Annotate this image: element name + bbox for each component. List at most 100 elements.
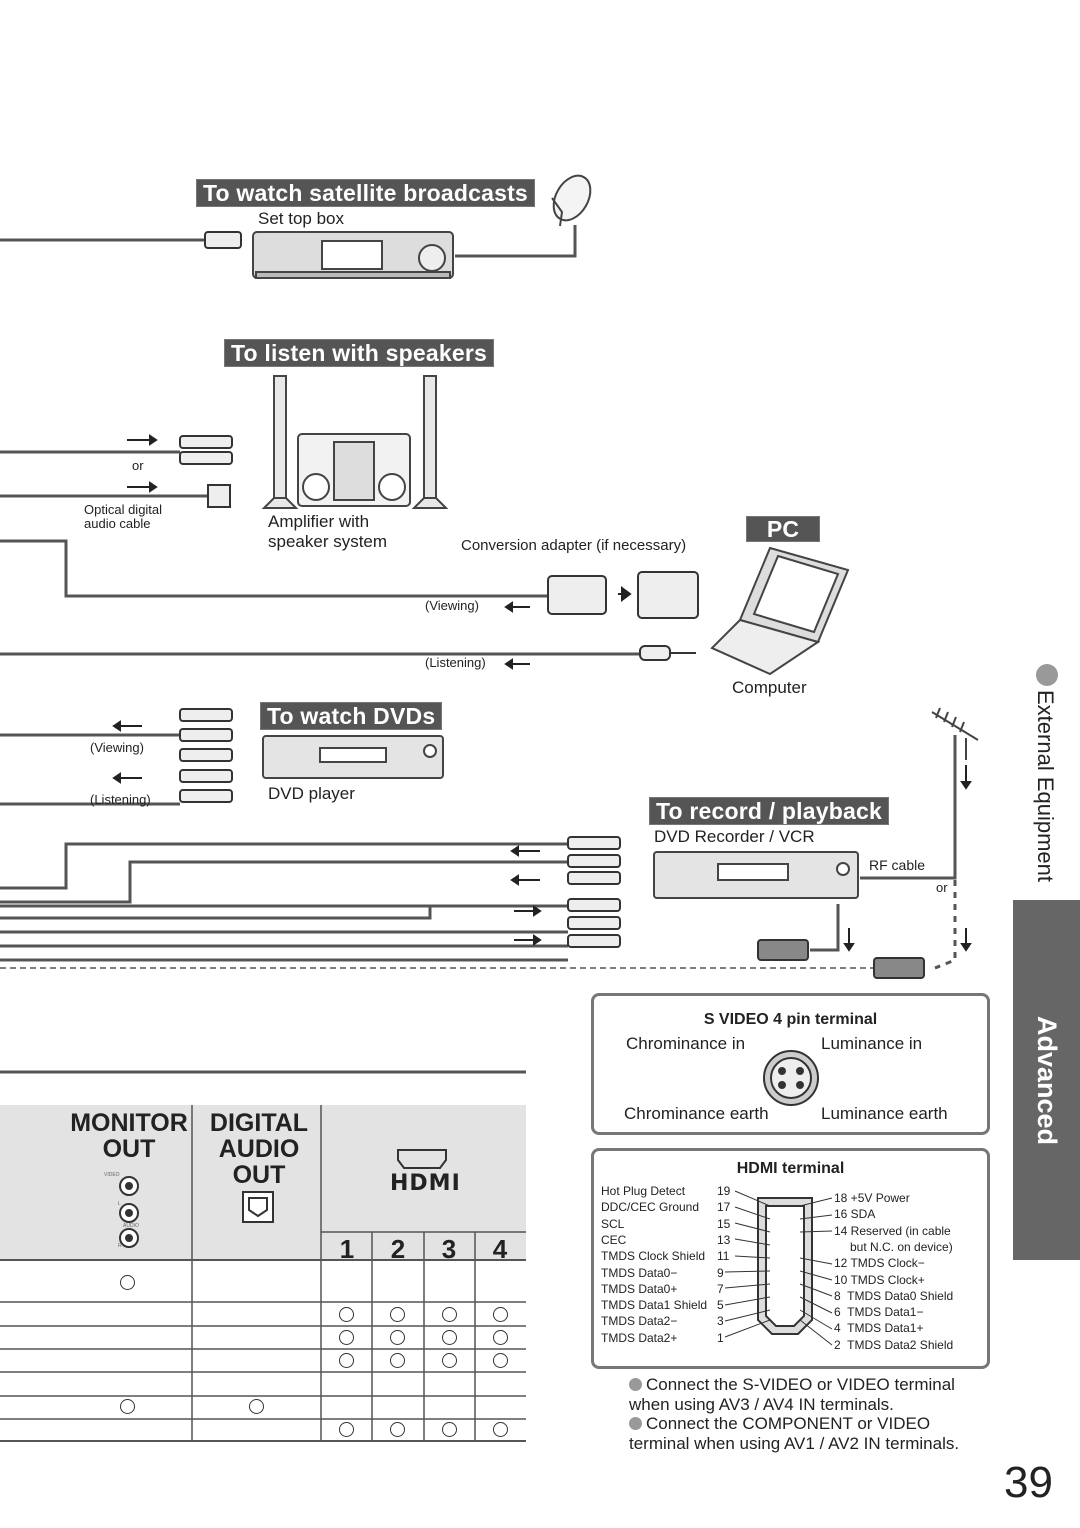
compat-circle <box>442 1330 457 1345</box>
hdmi-right-pin: but N.C. on device) <box>850 1239 953 1254</box>
hdmi-pin-number: 17 <box>717 1200 731 1215</box>
label-dvd-recorder: DVD Recorder / VCR <box>654 827 815 846</box>
hdmi-pin-name: TMDS Clock Shield <box>601 1249 706 1264</box>
hdmi-pin-number: 7 <box>717 1281 724 1296</box>
svideo-title: S VIDEO 4 pin terminal <box>703 1011 878 1028</box>
jack-label-r: R <box>118 1243 122 1249</box>
label-or-rf: or <box>936 880 948 895</box>
jack-label-video: VIDEO <box>104 1172 120 1178</box>
label-rf-cable: RF cable <box>869 857 926 873</box>
hdmi-left-pin: Hot Plug Detect 19 <box>601 1183 730 1199</box>
label-conversion-adapter: Conversion adapter (if necessary) <box>461 537 687 554</box>
label-listening-dvd: (Listening) <box>90 792 151 807</box>
hdmi-pin-number: 11 <box>717 1249 730 1264</box>
hdmi-pin-name: CEC <box>601 1232 627 1247</box>
compat-circle <box>442 1307 457 1322</box>
hdmi-pin-number: 9 <box>717 1265 724 1280</box>
svideo-chroma-in: Chrominance in <box>626 1034 746 1053</box>
hdmi-pin-number: 13 <box>717 1232 731 1247</box>
hdmi-port-1: 1 <box>339 1234 355 1264</box>
banner-dvds: To watch DVDs <box>260 702 443 730</box>
compat-circle <box>493 1422 508 1437</box>
svideo-lum-earth: Luminance earth <box>821 1104 948 1123</box>
header-digital-audio-out: DIGITAL AUDIO OUT <box>209 1109 309 1189</box>
compat-circle <box>339 1330 354 1345</box>
hdmi-pin-number: 3 <box>717 1314 724 1329</box>
bullet-icon <box>629 1378 642 1391</box>
banner-speakers: To listen with speakers <box>224 339 494 367</box>
hdmi-left-pin: TMDS Data2+ 1 <box>601 1330 724 1346</box>
page-number: 39 <box>1004 1458 1053 1507</box>
jack-label-audio: AUDIO <box>123 1223 139 1229</box>
jack-label-l: L <box>118 1201 121 1207</box>
compat-circle <box>120 1399 135 1414</box>
label-computer: Computer <box>732 678 807 697</box>
hdmi-left-pin: TMDS Data0+ 7 <box>601 1281 724 1297</box>
hdmi-logo: HDMI <box>390 1171 461 1196</box>
note-1: Connect the S-VIDEO or VIDEO terminal wh… <box>629 1375 955 1414</box>
hdmi-title: HDMI terminal <box>736 1160 845 1177</box>
label-set-top-box: Set top box <box>258 209 345 228</box>
compat-circle <box>493 1330 508 1345</box>
hdmi-right-pin: 8 TMDS Data0 Shield <box>834 1288 954 1303</box>
banner-pc: PC <box>746 516 820 542</box>
label-listening-pc: (Listening) <box>425 655 486 670</box>
hdmi-pin-name: TMDS Data2− <box>601 1314 678 1329</box>
hdmi-pin-name: TMDS Data2+ <box>601 1330 678 1345</box>
hdmi-pin-name: SCL <box>601 1216 625 1231</box>
svideo-lum-in: Luminance in <box>821 1034 923 1053</box>
hdmi-left-pin: CEC 13 <box>601 1232 730 1248</box>
hdmi-left-pin: TMDS Data0− 9 <box>601 1265 724 1281</box>
hdmi-pin-number: 19 <box>717 1184 731 1198</box>
compat-circle <box>249 1399 264 1414</box>
label-dvd-player: DVD player <box>268 784 355 803</box>
banner-satellite: To watch satellite broadcasts <box>196 179 535 207</box>
compat-circle <box>390 1422 405 1437</box>
hdmi-pin-name: TMDS Data0− <box>601 1265 678 1280</box>
hdmi-right-pin: 18 +5V Power <box>834 1191 910 1205</box>
section-external-equipment: External Equipment <box>1033 690 1058 882</box>
hdmi-pin-number: 1 <box>717 1330 724 1345</box>
label-viewing-pc: (Viewing) <box>425 598 479 613</box>
compat-circle <box>493 1353 508 1368</box>
compat-circle <box>339 1353 354 1368</box>
label-optical-cable: Optical digital audio cable <box>84 502 163 531</box>
hdmi-right-pin: 6 TMDS Data1− <box>834 1305 924 1320</box>
section-bullet-icon <box>1036 664 1058 686</box>
svideo-terminal-box: S VIDEO 4 pin terminal Chrominance in Lu… <box>591 993 990 1135</box>
hdmi-port-3: 3 <box>441 1234 457 1264</box>
hdmi-pin-name: TMDS Data0+ <box>601 1281 678 1296</box>
compat-circle <box>390 1330 405 1345</box>
hdmi-port-2: 2 <box>390 1234 406 1264</box>
label-viewing-dvd: (Viewing) <box>90 740 144 755</box>
hdmi-pin-number: 15 <box>717 1216 731 1231</box>
compat-circle <box>120 1275 135 1290</box>
compat-circle <box>339 1307 354 1322</box>
hdmi-pin-name: TMDS Data1 Shield <box>601 1298 708 1313</box>
hdmi-port-4: 4 <box>492 1234 508 1264</box>
hdmi-pin-name: Hot Plug Detect <box>601 1184 686 1198</box>
label-amplifier: Amplifier with speaker system <box>268 512 388 551</box>
hdmi-right-pin: 4 TMDS Data1+ <box>834 1321 924 1336</box>
hdmi-left-pin: TMDS Data1 Shield 5 <box>601 1297 724 1313</box>
compat-circle <box>339 1422 354 1437</box>
hdmi-left-pin: SCL 15 <box>601 1216 730 1232</box>
hdmi-left-pin: TMDS Clock Shield 11 <box>601 1248 729 1264</box>
hdmi-terminal-box: HDMI terminal <box>591 1148 990 1369</box>
hdmi-right-pin: 2 TMDS Data2 Shield <box>834 1337 954 1352</box>
note-2: Connect the COMPONENT or VIDEO terminal … <box>629 1414 960 1453</box>
compat-circle <box>390 1353 405 1368</box>
hdmi-right-pin: 12 TMDS Clock− <box>834 1256 925 1271</box>
hdmi-right-pin: 10 TMDS Clock+ <box>834 1272 925 1287</box>
label-or: or <box>132 458 144 473</box>
compat-circle <box>390 1307 405 1322</box>
hdmi-pin-number: 5 <box>717 1298 724 1313</box>
banner-record: To record / playback <box>649 797 889 825</box>
compat-circle <box>493 1307 508 1322</box>
svideo-chroma-earth: Chrominance earth <box>624 1104 769 1123</box>
compat-circle <box>442 1353 457 1368</box>
advanced-tab[interactable] <box>1013 900 1080 1260</box>
bullet-icon <box>629 1417 642 1430</box>
